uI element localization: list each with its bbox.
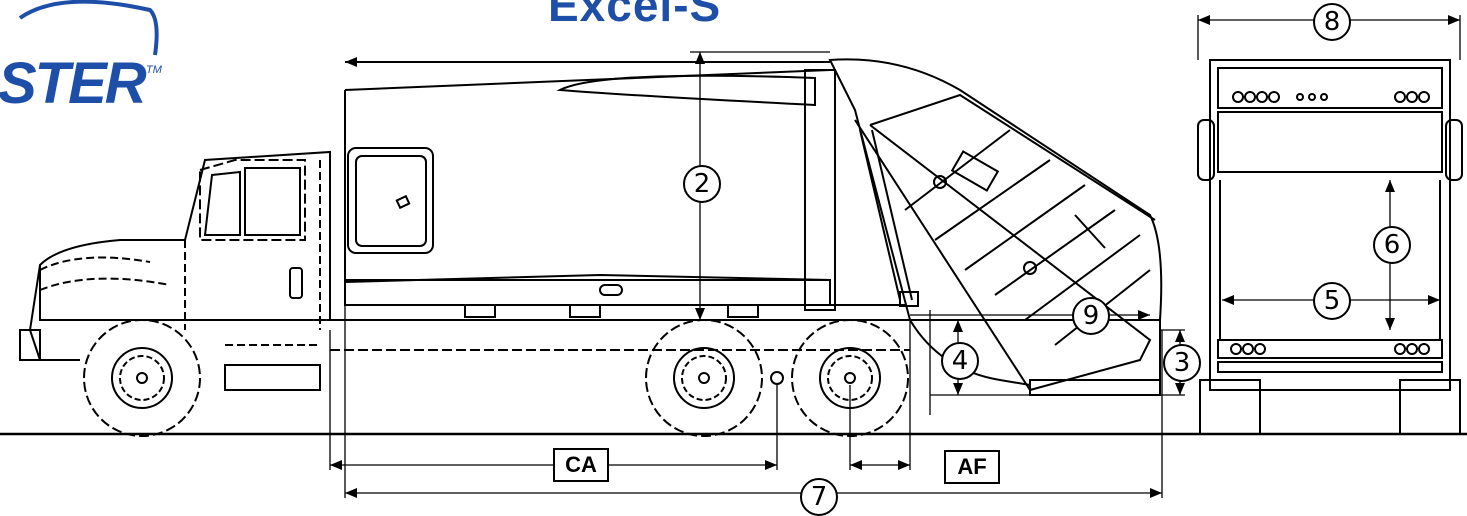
diagram-title: Excel-S <box>548 0 722 31</box>
tailgate <box>828 58 1163 396</box>
dim-4-callout: 4 <box>941 342 979 380</box>
front-wheel <box>83 319 201 437</box>
rear-wheel-1 <box>645 319 763 437</box>
rear-view <box>1197 59 1463 435</box>
dim-6-callout: 6 <box>1373 226 1411 264</box>
dim-2-callout: 2 <box>683 165 721 203</box>
dim-5-callout: 5 <box>1313 282 1351 320</box>
packer-body <box>344 61 905 318</box>
dim-7-callout: 7 <box>800 478 838 516</box>
label-ca: CA <box>553 448 609 482</box>
dimension-lines <box>329 15 1461 498</box>
tandem-center-mark <box>770 371 784 385</box>
dim-8-callout: 8 <box>1313 3 1351 41</box>
label-af: AF <box>944 450 1000 484</box>
brand-logo: STER <box>0 51 147 116</box>
trademark-mark: TM <box>146 64 162 76</box>
dim-3-callout: 3 <box>1163 344 1201 382</box>
logo-swoosh <box>18 0 159 56</box>
truck-cab <box>19 150 331 391</box>
dim-9-callout: 9 <box>1072 297 1110 335</box>
dimension-arrowheads <box>330 15 1460 498</box>
